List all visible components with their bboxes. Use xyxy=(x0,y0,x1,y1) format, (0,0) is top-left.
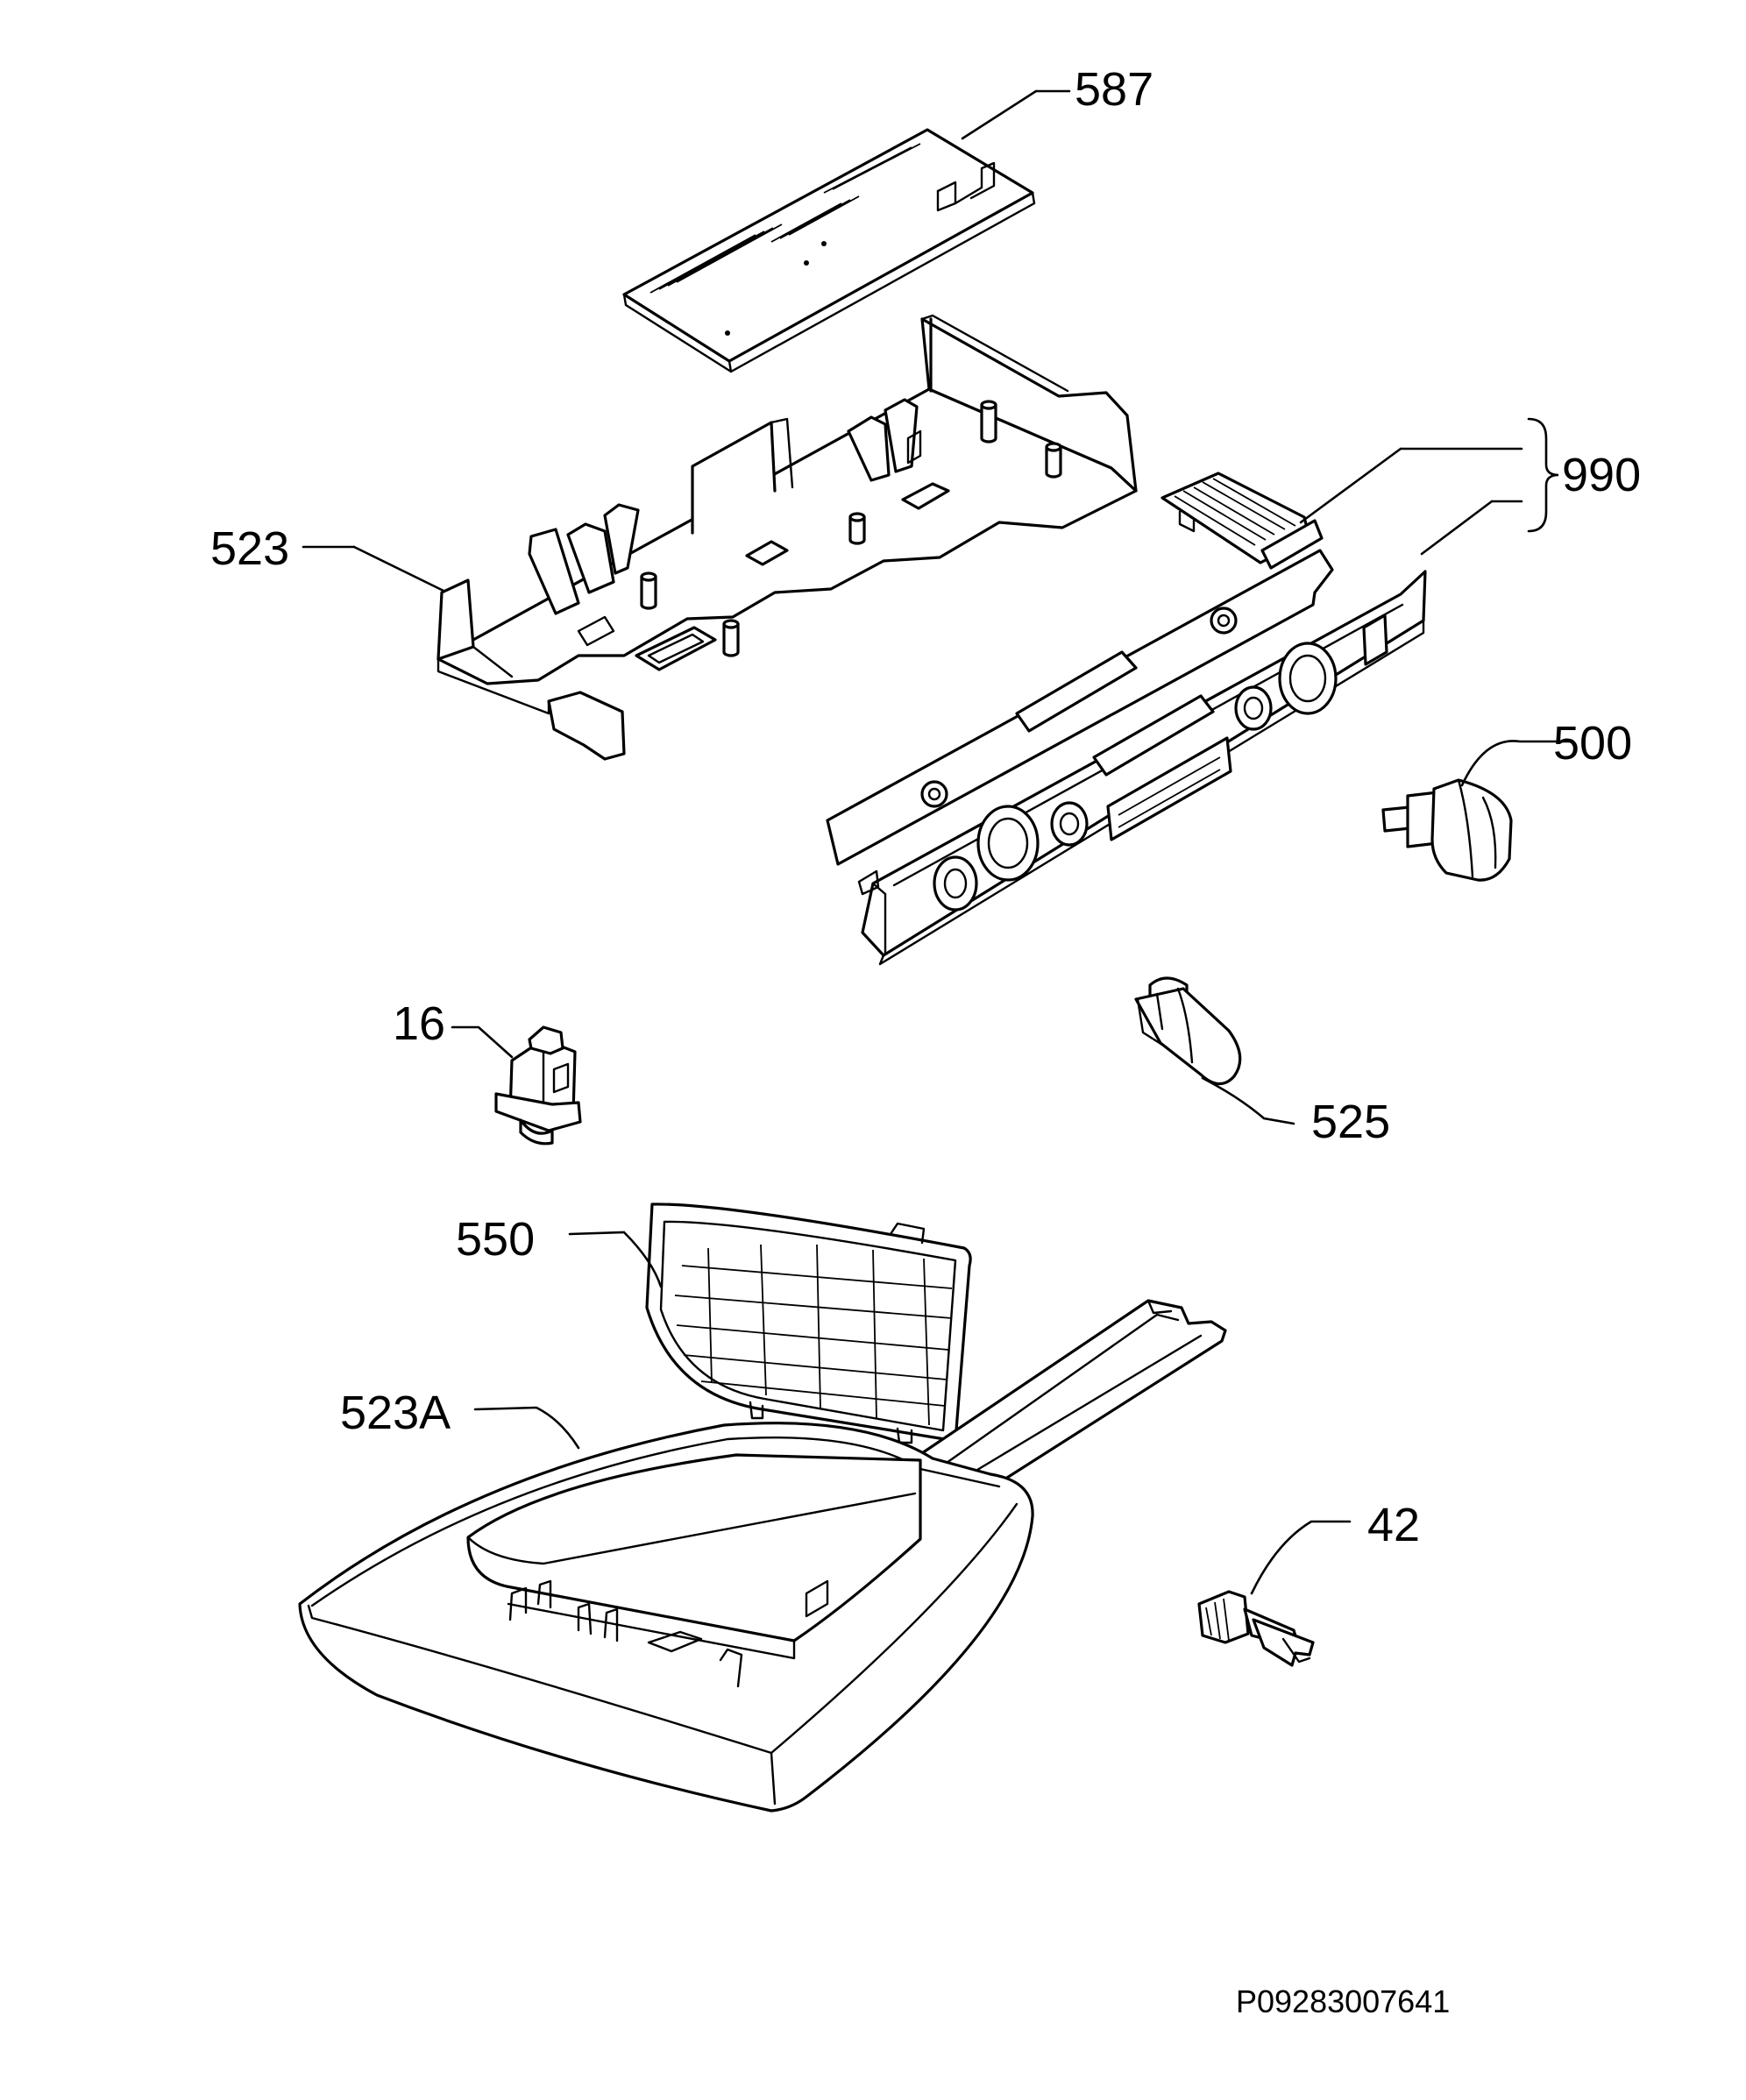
part-525-lamp-holder[interactable] xyxy=(1134,976,1295,1125)
part-42-sensor[interactable] xyxy=(1197,1520,1352,1667)
label-525: 525 xyxy=(1311,1096,1390,1148)
part-990-control-panel[interactable] xyxy=(826,417,1559,966)
label-550: 550 xyxy=(456,1213,535,1266)
part-550-filter-grille[interactable] xyxy=(568,1203,972,1444)
curly-brace-icon xyxy=(1527,417,1559,533)
label-523: 523 xyxy=(210,522,289,575)
part-16-switch[interactable] xyxy=(451,1025,582,1146)
label-42: 42 xyxy=(1367,1499,1420,1551)
part-523-housing-tray[interactable] xyxy=(302,314,1138,761)
label-16: 16 xyxy=(393,997,445,1050)
part-500-knob[interactable] xyxy=(1381,740,1572,882)
reference-code: P09283007641 xyxy=(1236,1983,1450,2019)
part-587-circuit-board[interactable] xyxy=(622,89,1071,373)
label-523A: 523A xyxy=(340,1387,451,1439)
label-500: 500 xyxy=(1553,717,1632,770)
part-523A-tray[interactable] xyxy=(298,1299,1227,1813)
label-990: 990 xyxy=(1562,449,1641,501)
label-587: 587 xyxy=(1075,63,1153,116)
